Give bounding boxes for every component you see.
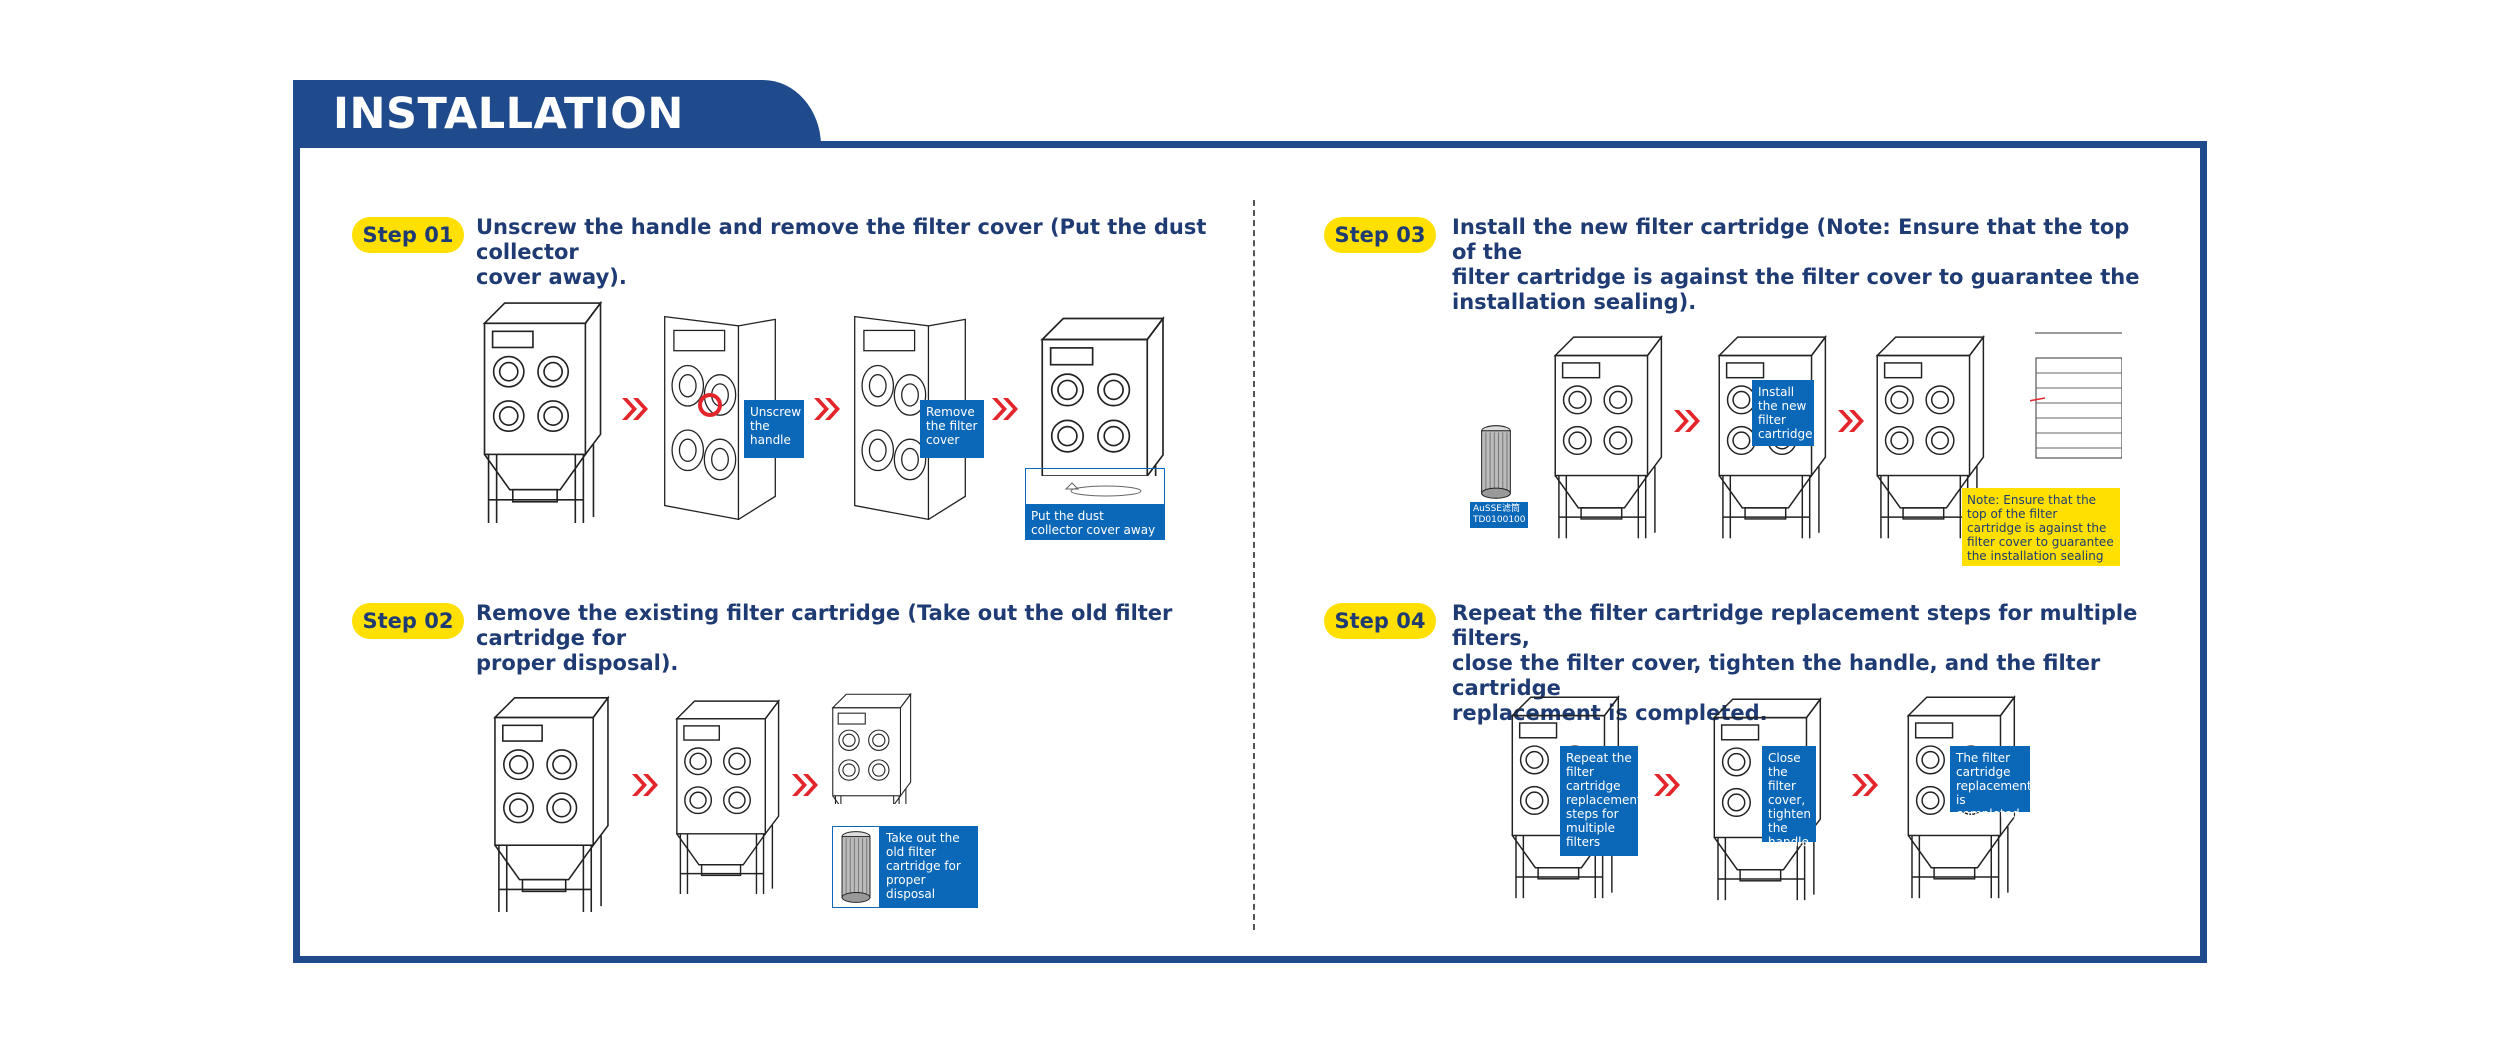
- step-03-heading-line3: installation sealing).: [1452, 290, 1697, 314]
- double-chevron-right-icon: [1836, 408, 1866, 434]
- step-03-badge: Step 03: [1324, 217, 1436, 253]
- step-03-heading-line2: filter cartridge is against the filter c…: [1452, 265, 2140, 289]
- step-04-heading-line3: replacement is completed.: [1452, 701, 1768, 725]
- step-03-heading: Install the new filter cartridge (Note: …: [1452, 215, 2152, 315]
- callout-close-cover-tighten: Close the filter cover, tighten the hand…: [1762, 746, 1816, 849]
- part-code-label: AuSSE滤筒 TD0100100: [1470, 502, 1528, 528]
- old-cartridge-frame: [832, 826, 880, 908]
- double-chevron-right-icon: [812, 396, 842, 422]
- step-02-heading: Remove the existing filter cartridge (Ta…: [476, 601, 1246, 676]
- step-01-heading-line2: cover away).: [476, 265, 627, 289]
- step-01-badge: Step 01: [352, 217, 464, 253]
- old-cartridge-illustration: [838, 830, 874, 904]
- double-chevron-right-icon: [1652, 772, 1682, 798]
- step-04-heading: Repeat the filter cartridge replacement …: [1452, 601, 2172, 726]
- step-02-collector-open-illustration: [668, 676, 783, 912]
- step-02-heading-line1: Remove the existing filter cartridge (Ta…: [476, 601, 1173, 650]
- double-chevron-right-icon: [620, 396, 650, 422]
- header-tab: INSTALLATION STEPS: [293, 80, 821, 189]
- step-02-collector-illustration: [484, 688, 614, 914]
- callout-remove-filter-cover: Remove the filter cover: [920, 400, 984, 458]
- dust-cover-illustration: [1064, 482, 1142, 497]
- callout-unscrew-handle: Unscrew the handle: [744, 400, 804, 458]
- content-frame: [293, 141, 2207, 963]
- double-chevron-right-icon: [1850, 772, 1880, 798]
- step-04-badge: Step 04: [1324, 603, 1436, 639]
- double-chevron-right-icon: [990, 396, 1020, 422]
- column-divider: [1253, 200, 1255, 930]
- callout-install-new-cartridge: Install the new filter cartridge: [1752, 380, 1814, 446]
- cartridge-detail-illustration: [2030, 332, 2122, 459]
- callout-replacement-completed: The filter cartridge replacement is comp…: [1950, 746, 2032, 821]
- callout-repeat-steps: Repeat the filter cartridge replacement …: [1560, 746, 1642, 856]
- step-01-heading: Unscrew the handle and remove the filter…: [476, 215, 1236, 290]
- step-03-heading-line1: Install the new filter cartridge (Note: …: [1452, 215, 2130, 264]
- callout-put-cover-away: Put the dust collector cover away: [1025, 504, 1165, 540]
- step-03-collector-illustration: [1546, 324, 1666, 544]
- step-04-heading-line1: Repeat the filter cartridge replacement …: [1452, 601, 2138, 650]
- double-chevron-right-icon: [790, 772, 820, 798]
- double-chevron-right-icon: [1672, 408, 1702, 434]
- handle-highlight-icon: [698, 393, 722, 417]
- callout-take-out-old-cartridge: Take out the old filter cartridge for pr…: [880, 826, 978, 908]
- new-cartridge-illustration: [1478, 424, 1514, 500]
- step-02-badge: Step 02: [352, 603, 464, 639]
- part-code-line2: TD0100100: [1473, 515, 1526, 525]
- step-04-heading-line2: close the filter cover, tighten the hand…: [1452, 651, 2101, 700]
- step-01-collector-illustration: [470, 293, 610, 525]
- step-01-collector-open-illustration: [1041, 317, 1164, 476]
- sealing-note: Note: Ensure that the top of the filter …: [1962, 488, 2120, 566]
- step-01-heading-line1: Unscrew the handle and remove the filter…: [476, 215, 1207, 264]
- step-02-collector-detail-illustration: [832, 693, 912, 804]
- step-02-heading-line2: proper disposal).: [476, 651, 679, 675]
- double-chevron-right-icon: [630, 772, 660, 798]
- dust-cover-frame: [1025, 468, 1165, 504]
- part-code-line1: AuSSE滤筒: [1473, 504, 1520, 514]
